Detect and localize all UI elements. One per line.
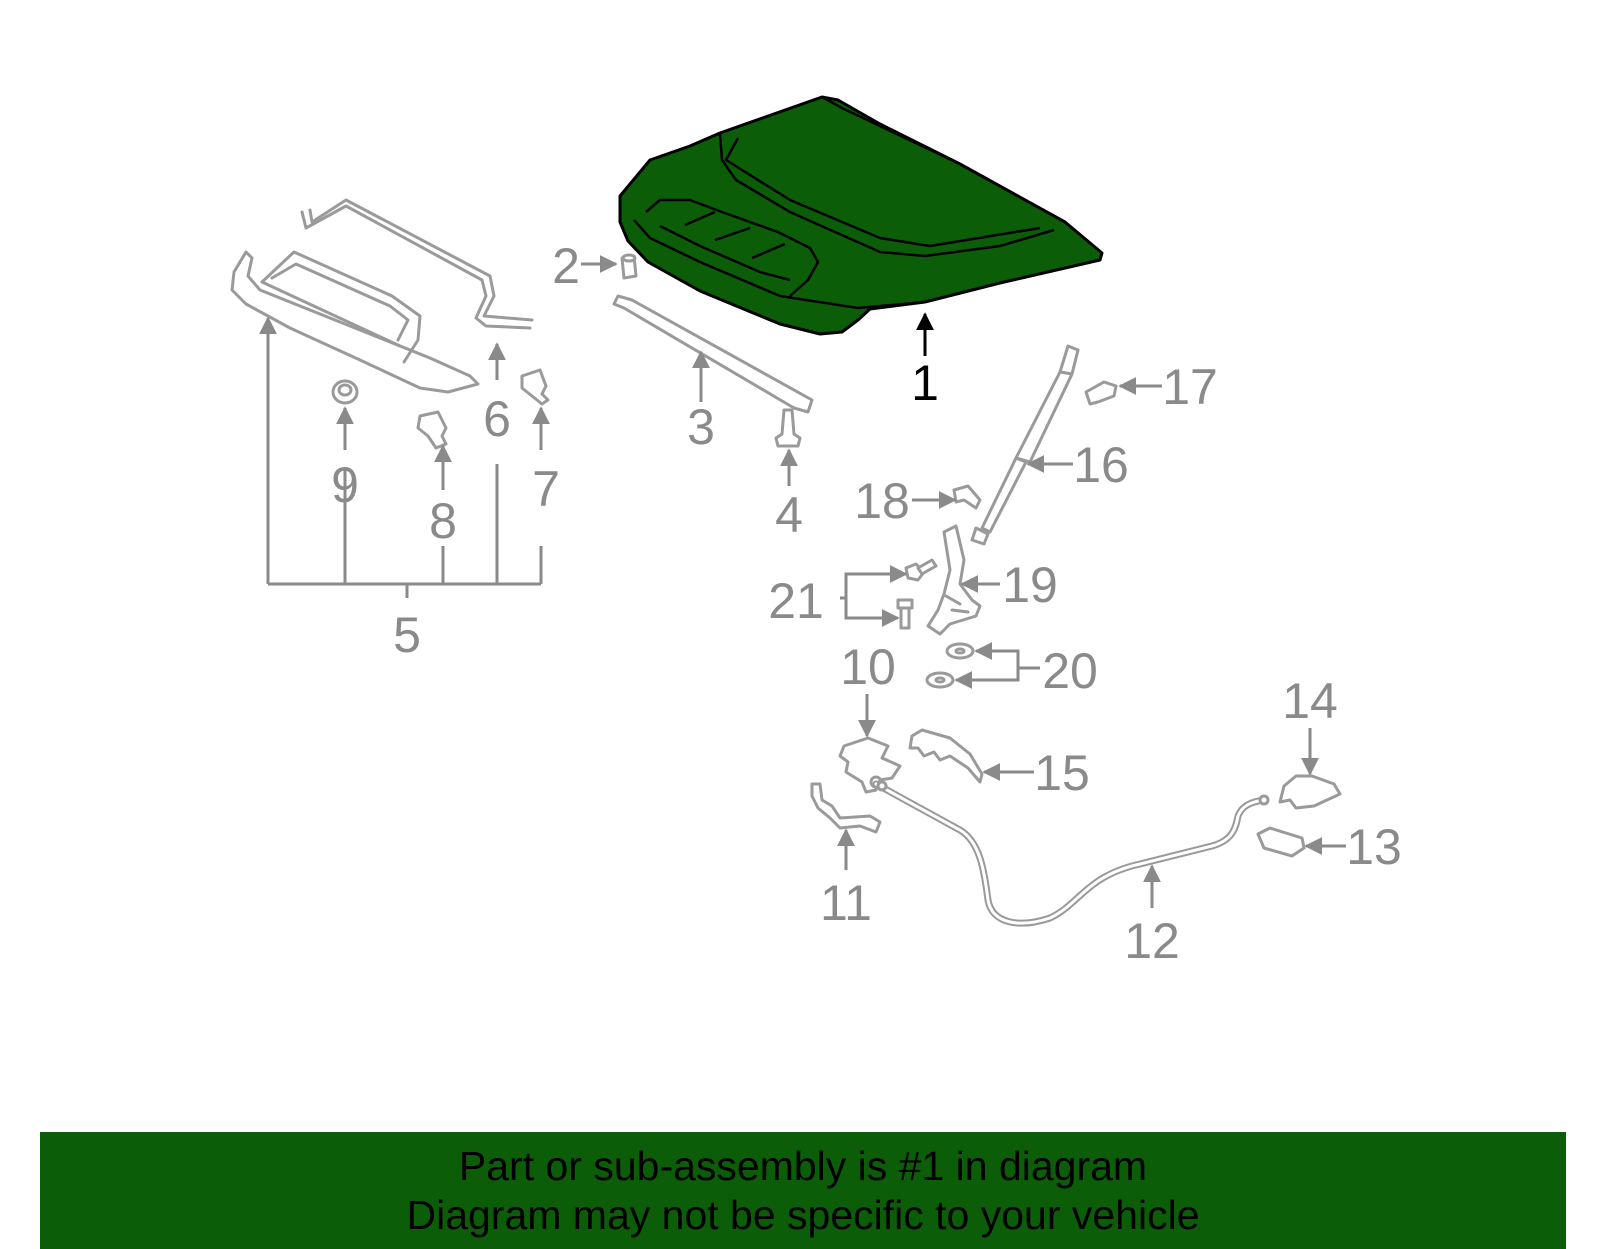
callout-19: 19 [1002,557,1058,613]
callout-7: 7 [532,461,560,517]
hood-part[interactable] [618,95,1104,336]
banner-line-1: Part or sub-assembly is #1 in diagram [458,1143,1148,1189]
bolt-21b[interactable] [896,598,914,630]
info-banner: Part or sub-assembly is #1 in diagram Di… [40,1132,1566,1249]
bolt-21a[interactable] [904,558,938,582]
latch-10[interactable] [838,736,902,794]
clip-13[interactable] [1256,826,1306,858]
washer-20a[interactable] [945,642,975,660]
handle-14[interactable] [1278,774,1342,810]
callout-15: 15 [1034,745,1090,801]
callout-9: 9 [331,457,359,513]
callout-1: 1 [911,355,939,411]
bracket-11[interactable] [810,782,882,834]
clip-part[interactable] [774,408,802,448]
callout-5: 5 [393,607,421,663]
callout-13: 13 [1346,819,1402,875]
callout-8: 8 [429,493,457,549]
callout-4: 4 [775,487,803,543]
callout-11: 11 [820,875,872,931]
fastener-8[interactable] [416,410,448,450]
callout-17: 17 [1162,359,1218,415]
wire-frame-part[interactable] [300,198,534,330]
seal-strip-part[interactable] [612,294,814,414]
callout-labels: 1 2 3 4 5 6 7 8 9 10 11 12 13 14 15 16 1… [331,238,1402,969]
callout-18: 18 [854,473,910,529]
callout-3: 3 [687,399,715,455]
washer-20b[interactable] [925,671,955,689]
callout-10: 10 [840,639,896,695]
hood-strut-part[interactable] [970,344,1080,546]
release-cable-12[interactable] [872,780,1270,927]
callout-6: 6 [483,391,511,447]
fastener-7[interactable] [520,368,550,406]
callout-21: 21 [768,573,824,629]
bracket-18[interactable] [952,484,982,510]
bumper-part[interactable] [620,253,638,280]
cover-15[interactable] [908,728,984,784]
callout-16: 16 [1073,437,1129,493]
leader-lines [259,255,1346,908]
callout-2: 2 [552,238,580,294]
grommet-9[interactable] [331,379,359,405]
callout-20: 20 [1042,643,1098,699]
callout-14: 14 [1282,673,1338,729]
clip-17[interactable] [1084,380,1118,406]
banner-line-2: Diagram may not be specific to your vehi… [406,1192,1200,1238]
hinge-19[interactable] [926,524,982,636]
callout-12: 12 [1124,913,1180,969]
